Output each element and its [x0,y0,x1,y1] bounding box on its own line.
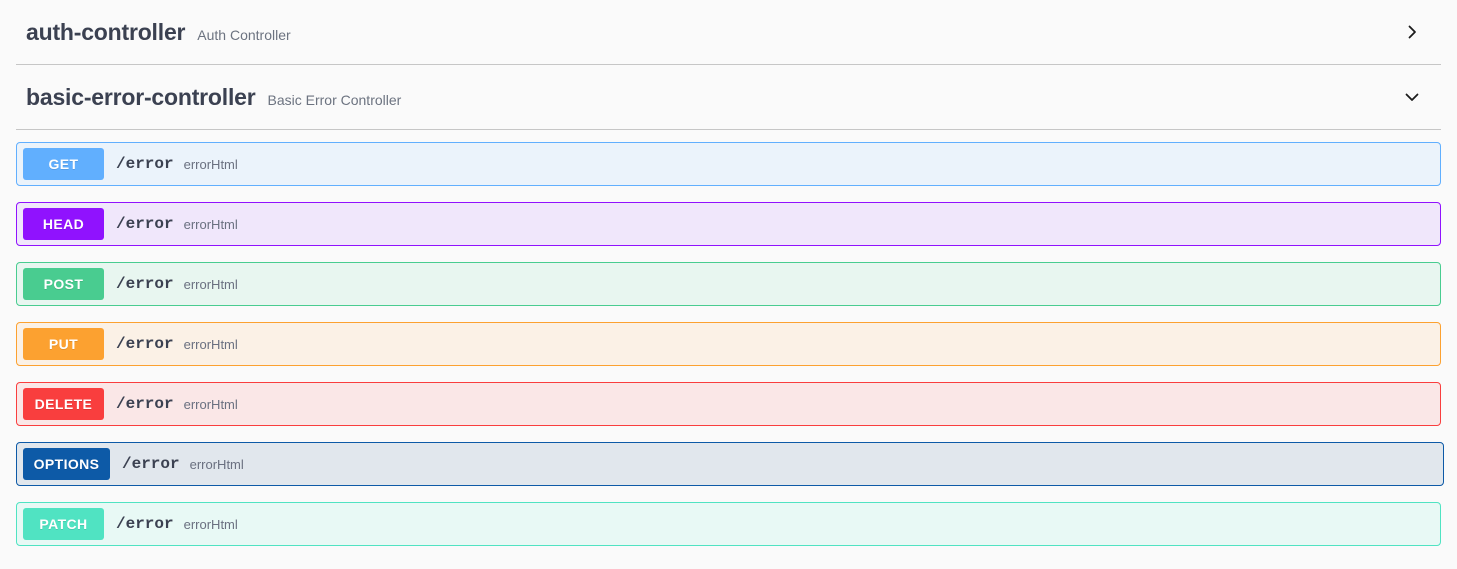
method-badge-patch: PATCH [23,508,104,540]
operation-summary: errorHtml [183,516,238,532]
operation-path: /error [122,455,180,473]
operation-row-head[interactable]: HEAD/error errorHtml [16,202,1441,246]
chevron-down-icon[interactable] [1401,86,1423,108]
tag-description: Basic Error Controller [267,91,402,108]
method-badge-put: PUT [23,328,104,360]
tag-header-text: basic-error-controller Basic Error Contro… [26,84,1401,111]
operation-path: /error [116,275,174,293]
tag-description: Auth Controller [197,26,291,43]
chevron-right-icon[interactable] [1401,21,1423,43]
tag-name: auth-controller [26,18,186,45]
tag-divider [16,129,1441,130]
method-badge-head: HEAD [23,208,104,240]
operation-path: /error [116,395,174,413]
tag-header-basic-error-controller[interactable]: basic-error-controller Basic Error Contro… [0,65,1457,129]
tag-section-basic-error-controller: basic-error-controller Basic Error Contro… [0,65,1457,546]
method-badge-post: POST [23,268,104,300]
operation-path: /error [116,215,174,233]
operation-row-patch[interactable]: PATCH/error errorHtml [16,502,1441,546]
operation-path: /error [116,515,174,533]
tag-sections-container: auth-controller Auth Controller basic-erro… [0,0,1457,546]
operation-summary: errorHtml [183,156,238,172]
tag-section-auth-controller: auth-controller Auth Controller [0,0,1457,65]
tag-divider [16,64,1441,65]
operation-row-delete[interactable]: DELETE/error errorHtml [16,382,1441,426]
tag-header-auth-controller[interactable]: auth-controller Auth Controller [0,0,1457,64]
operation-path: /error [116,155,174,173]
operation-row-put[interactable]: PUT/error errorHtml [16,322,1441,366]
operation-summary: errorHtml [183,396,238,412]
operation-row-post[interactable]: POST/error errorHtml [16,262,1441,306]
tag-name: basic-error-controller [26,83,256,110]
operation-row-options[interactable]: OPTIONS/error errorHtml [16,442,1444,486]
operation-summary: errorHtml [183,336,238,352]
operation-path: /error [116,335,174,353]
tag-header-text: auth-controller Auth Controller [26,19,1401,46]
operation-summary: errorHtml [189,456,244,472]
operation-row-get[interactable]: GET/error errorHtml [16,142,1441,186]
method-badge-get: GET [23,148,104,180]
operation-summary: errorHtml [183,276,238,292]
operation-summary: errorHtml [183,216,238,232]
method-badge-options: OPTIONS [23,448,110,480]
method-badge-delete: DELETE [23,388,104,420]
